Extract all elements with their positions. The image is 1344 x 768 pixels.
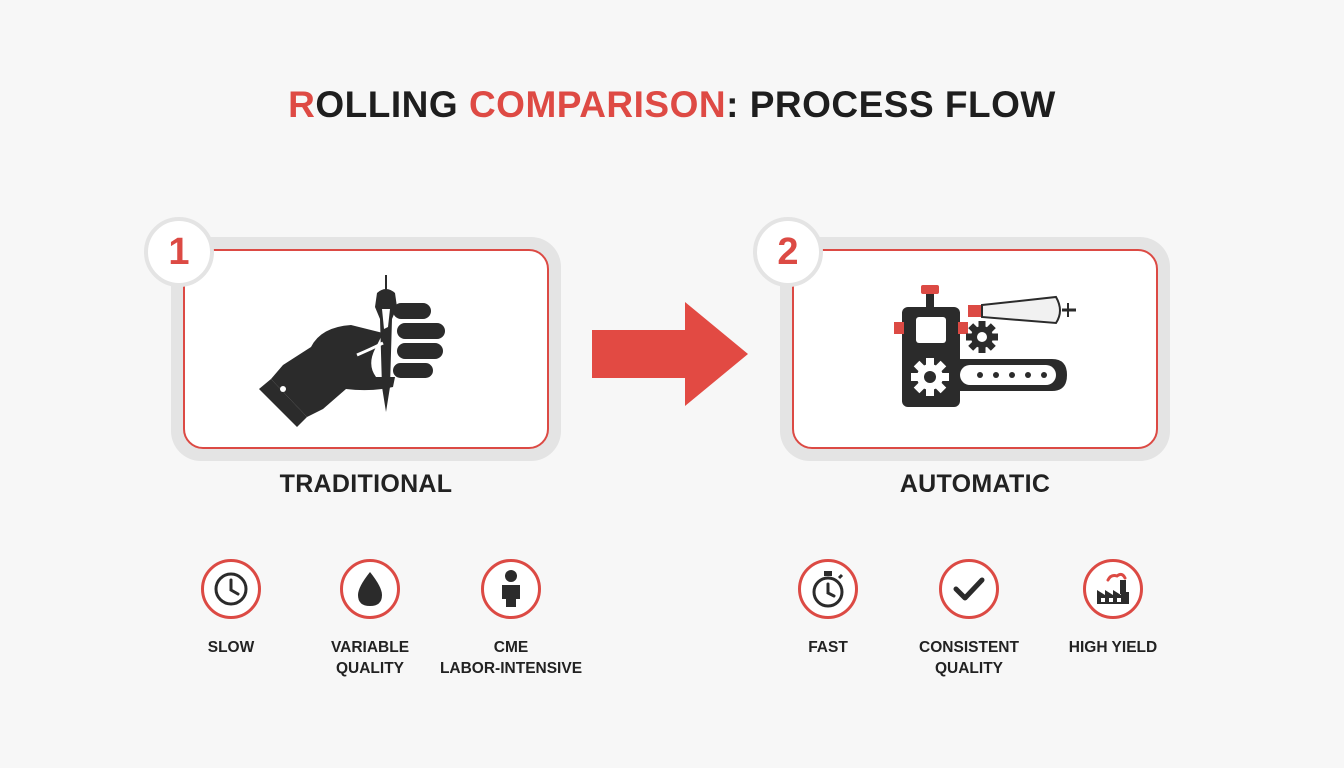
checkmark-icon [939, 559, 999, 619]
step-1-label: TRADITIONAL [279, 470, 453, 498]
hand-rolling-cone-icon [259, 275, 445, 427]
attribute-slow: SLOW [151, 559, 311, 658]
attribute-variable-quality-line1: VARIABLE [330, 639, 410, 656]
attribute-consistent-quality: CONSISTENT QUALITY [889, 559, 1049, 679]
right-arrow-icon [592, 302, 748, 406]
clock-icon [201, 559, 261, 619]
droplet-icon [340, 559, 400, 619]
automatic-panel [780, 237, 1170, 461]
title-text-process-flow: : PROCESS FLOW [726, 84, 1056, 125]
attribute-consistent-quality-line2: QUALITY [934, 660, 1004, 677]
step-2-label: AUTOMATIC [899, 470, 1051, 498]
attribute-high-yield-label: HIGH YIELD [1068, 639, 1158, 656]
attribute-slow-label: SLOW [207, 639, 255, 656]
page-title: ROLLING COMPARISON: PROCESS FLOW [0, 84, 1344, 126]
factory-icon [1083, 559, 1143, 619]
attribute-variable-quality: VARIABLE QUALITY [290, 559, 450, 679]
rolling-machine-conveyor-icon [894, 285, 1076, 407]
attribute-labor-intensive-line2: LABOR-INTENSIVE [439, 660, 583, 677]
traditional-panel [171, 237, 561, 461]
automatic-panel-frame [792, 249, 1158, 449]
title-accent-r: R [288, 84, 316, 125]
attribute-fast-label: FAST [808, 639, 848, 656]
attribute-variable-quality-line2: QUALITY [335, 660, 405, 677]
step-2-badge: 2 [753, 217, 823, 287]
attribute-labor-intensive: CME LABOR-INTENSIVE [431, 559, 591, 679]
attribute-high-yield: HIGH YIELD [1033, 559, 1193, 658]
title-accent-comparison: COMPARISON [468, 84, 727, 125]
attribute-fast: FAST [748, 559, 908, 658]
step-1-badge: 1 [144, 217, 214, 287]
attribute-consistent-quality-line1: CONSISTENT [919, 639, 1019, 656]
person-icon [481, 559, 541, 619]
title-text-olling: OLLING [315, 84, 469, 125]
stopwatch-icon [798, 559, 858, 619]
attribute-labor-intensive-line1: CME [493, 639, 529, 656]
